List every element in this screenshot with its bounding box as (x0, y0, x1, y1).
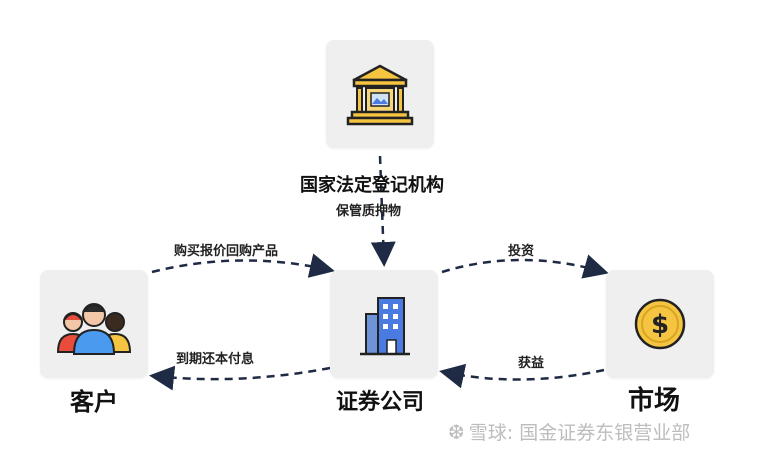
maturity-label: 到期还本付息 (176, 352, 255, 367)
returns-label: 获益 (518, 356, 545, 371)
market-node: $ (606, 270, 714, 378)
client-label: 客户 (70, 388, 118, 416)
watermark-account: 国金证券东银营业部 (519, 422, 691, 444)
custody-arrow (370, 155, 396, 267)
returns-arrow (439, 363, 605, 389)
bank-icon (346, 64, 414, 126)
watermark-separator: : (506, 422, 520, 444)
coin-icon: $ (634, 298, 686, 350)
invest-label: 投资 (508, 244, 535, 259)
building-icon (360, 297, 410, 356)
client-node (40, 270, 148, 378)
registry-node (326, 40, 434, 148)
broker-label: 证券公司 (336, 390, 425, 415)
people-icon (56, 303, 132, 355)
registry-label: 国家法定登记机构 (300, 175, 444, 196)
buy-repo-arrow (151, 253, 335, 278)
buy-repo-label: 购买报价回购产品 (174, 244, 279, 259)
maturity-arrow (149, 365, 331, 391)
invest-arrow (441, 254, 609, 279)
snowball-logo-icon: ❆ (448, 420, 465, 444)
watermark-brand: 雪球 (468, 422, 507, 444)
custody-label: 保管质押物 (336, 204, 402, 219)
watermark: ❆雪球: 国金证券东银营业部 (448, 418, 690, 445)
market-label: 市场 (628, 386, 681, 416)
broker-node (330, 270, 438, 378)
svg-text:$: $ (651, 310, 669, 340)
